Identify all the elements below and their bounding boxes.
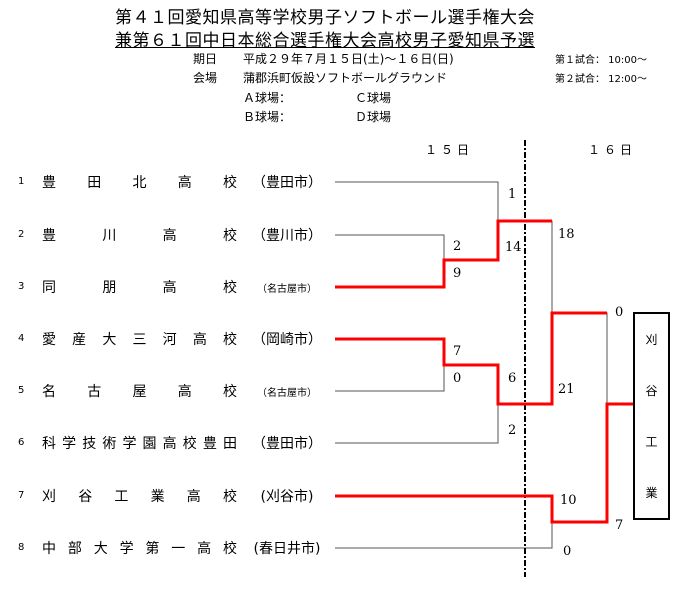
title-line-2: 兼第６１回中日本総合選手権大会高校男子愛知県予選: [115, 31, 535, 51]
team-city: （岡崎市）: [252, 332, 322, 348]
winner-path-team7: [335, 402, 633, 524]
score-sf-top: 18: [558, 227, 575, 242]
team-name: 中部大学第一高校: [42, 541, 237, 557]
team-name: 同朋高校: [42, 280, 237, 296]
team-seed: 6: [18, 437, 25, 448]
date-value: 平成２９年７月１５日(土)～１６日(日): [243, 52, 454, 66]
winner-path-team3: [335, 219, 552, 289]
team-city: （豊田市）: [252, 436, 322, 452]
day1-label: １５日: [425, 143, 474, 157]
team-name: 科学技術学園高校豊田: [42, 436, 237, 452]
winner-path-team4: [335, 311, 607, 406]
bracket-line-team1: [335, 181, 499, 221]
bracket-line-team2: [335, 234, 445, 261]
team-seed: 3: [18, 281, 25, 292]
team-name: 豊川高校: [42, 228, 237, 244]
score-final-top: 0: [615, 305, 624, 320]
team-name: 豊田北高校: [42, 175, 237, 191]
score-qf-team1: 1: [508, 187, 517, 202]
champion-char: 業: [645, 486, 658, 500]
team-city: (刈谷市): [260, 489, 314, 505]
bracket-line-team8: [335, 522, 553, 549]
champion-box: 刈 谷 工 業: [633, 312, 670, 520]
team-seed: 4: [18, 333, 25, 344]
score-final-bottom: 7: [615, 518, 624, 533]
game1-time: 第１試合： 10:00～: [555, 55, 647, 66]
champion-char: 工: [645, 435, 658, 449]
title-line-1: 第４１回愛知県高等学校男子ソフトボール選手権大会: [115, 8, 535, 28]
team-name: 名古屋高校: [42, 384, 237, 400]
field-a: Ａ球場：: [243, 91, 292, 105]
team-seed: 8: [18, 542, 25, 553]
field-c: Ｃ球場: [355, 91, 392, 105]
team-seed: 1: [18, 176, 25, 187]
score-qf-w23: 14: [505, 240, 522, 255]
bracket-line-team6: [335, 404, 499, 444]
team-name: 刈谷工業高校: [42, 489, 237, 505]
team-city: （豊川市）: [252, 228, 322, 244]
team-seed: 5: [18, 385, 25, 396]
score-sf-team7: 10: [560, 493, 577, 508]
champion-char: 谷: [645, 384, 658, 398]
score-r1-team4: 7: [453, 344, 462, 359]
team-city: （名古屋市）: [257, 388, 317, 399]
team-city: (春日井市): [253, 541, 321, 557]
game2-time: 第２試合： 12:00～: [555, 74, 647, 85]
score-sf-bottom: 21: [558, 382, 575, 397]
venue-value: 蒲郡浜町仮設ソフトボールグラウンド: [243, 71, 448, 85]
team-seed: 2: [18, 229, 25, 240]
score-r1-team5: 0: [453, 371, 462, 386]
team-city: （名古屋市）: [257, 284, 317, 295]
day2-label: １６日: [588, 143, 637, 157]
bracket-line-team5: [335, 365, 445, 392]
team-name: 愛産大三河高校: [42, 332, 237, 348]
score-qf-team6: 2: [508, 423, 517, 438]
field-d: Ｄ球場: [355, 110, 392, 124]
score-r1-team2: 2: [453, 239, 462, 254]
champion-char: 刈: [645, 333, 658, 347]
score-qf-w45: 6: [508, 371, 517, 386]
team-city: （豊田市）: [252, 175, 322, 191]
venue-label: 会場: [193, 71, 218, 85]
field-b: Ｂ球場：: [243, 110, 292, 124]
date-label: 期日: [193, 52, 218, 66]
score-r1-team3: 9: [453, 266, 462, 281]
score-sf-team8: 0: [563, 544, 572, 559]
team-seed: 7: [18, 490, 25, 501]
